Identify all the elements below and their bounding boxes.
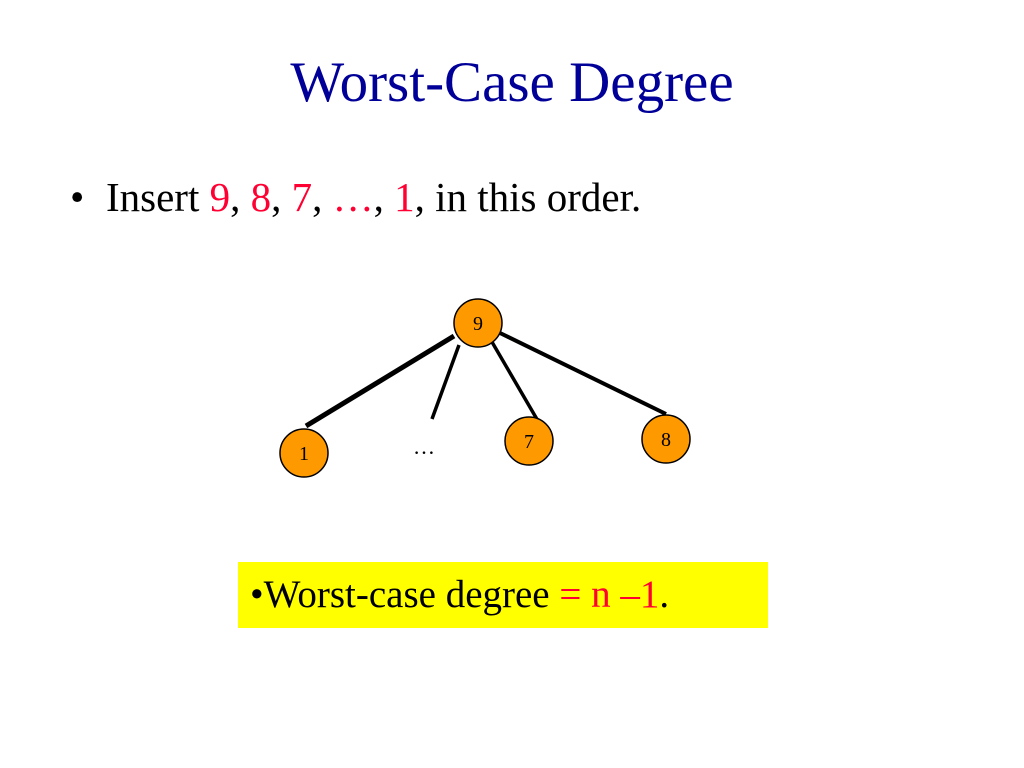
callout-expression: n –1 bbox=[581, 573, 660, 616]
tree-node-child-8: 8 bbox=[641, 414, 691, 464]
bullet-marker: • bbox=[70, 174, 85, 220]
callout-text: Worst-case degree bbox=[263, 573, 560, 616]
bullet-insert-order: • Insert 9, 8, 7, …, 1, in this order. bbox=[70, 172, 641, 222]
bullet-suffix: , in this order. bbox=[414, 174, 642, 220]
sequence-separator: , bbox=[373, 174, 395, 220]
node-circle bbox=[504, 416, 554, 466]
sequence-separator: , bbox=[230, 174, 251, 220]
bullet-prefix: Insert bbox=[106, 174, 210, 220]
ellipsis-label: … bbox=[413, 434, 435, 459]
node-label: 9 bbox=[473, 313, 483, 335]
sequence-value: … bbox=[332, 174, 374, 220]
node-circle bbox=[279, 428, 329, 478]
sequence-separator: , bbox=[271, 174, 292, 220]
sequence-separator: , bbox=[312, 174, 333, 220]
node-label: 7 bbox=[524, 431, 534, 453]
node-label: 1 bbox=[299, 443, 309, 465]
sequence-value: 7 bbox=[291, 174, 313, 220]
callout-period: . bbox=[659, 573, 670, 616]
tree-edge-to-7 bbox=[490, 341, 540, 422]
tree-edge-to-ellipsis bbox=[430, 344, 461, 420]
tree-node-child-1: 1 bbox=[279, 428, 329, 478]
callout-equals: = bbox=[559, 573, 582, 616]
node-label: 8 bbox=[661, 429, 671, 451]
slide-title: Worst-Case Degree bbox=[290, 51, 734, 114]
tree-edge-to-1 bbox=[304, 333, 456, 429]
tree-node-root: 9 bbox=[453, 298, 503, 348]
node-circle bbox=[641, 414, 691, 464]
worst-case-callout: •Worst-case degree = n –1. bbox=[238, 562, 768, 628]
tree-edge-to-8 bbox=[499, 331, 667, 416]
tree-node-ellipsis: … bbox=[413, 434, 435, 459]
tree-node-child-7: 7 bbox=[504, 416, 554, 466]
callout-marker: • bbox=[250, 573, 264, 616]
node-circle bbox=[453, 298, 503, 348]
sequence-value: 8 bbox=[250, 174, 272, 220]
sequence-value: 1 bbox=[394, 174, 415, 220]
sequence-value: 9 bbox=[209, 174, 231, 220]
